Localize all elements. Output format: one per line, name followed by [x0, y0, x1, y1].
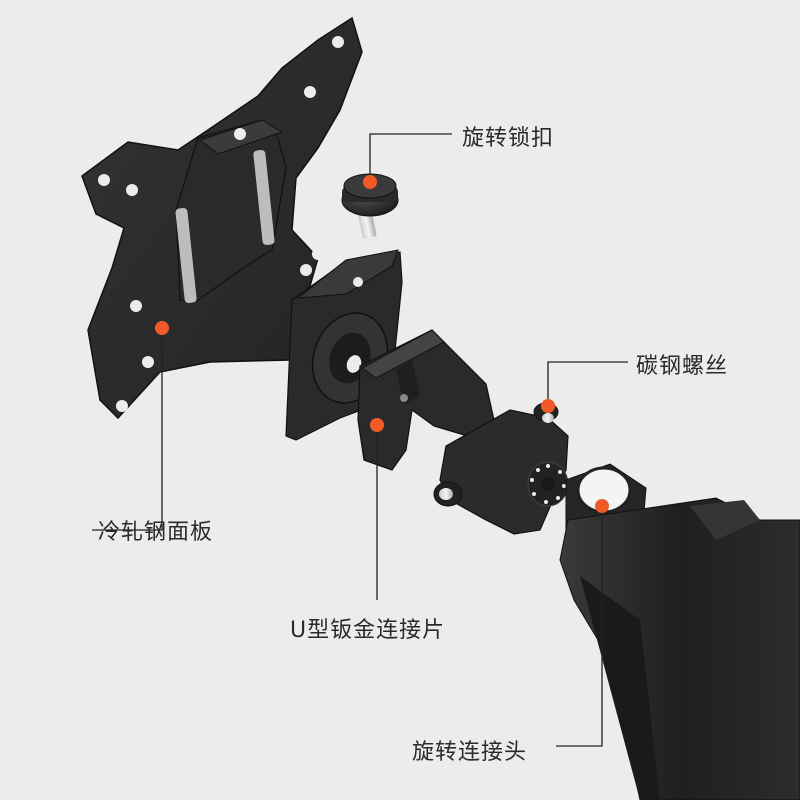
label-carbon-steel-screw: 碳钢螺丝 [636, 354, 729, 379]
dot-carbon-screw [541, 399, 555, 413]
label-rotating-lock-knob: 旋转锁扣 [462, 126, 555, 151]
dot-lock-knob [363, 175, 377, 189]
callout-dots [155, 175, 609, 513]
dot-u-bracket [370, 418, 384, 432]
label-cold-rolled-steel-plate: 冷轧钢面板 [98, 520, 214, 545]
dot-steel-plate [155, 321, 169, 335]
monitor-arm [559, 497, 800, 800]
dot-rotating-head [595, 499, 609, 513]
label-u-sheet-metal-connector: U型钣金连接片 [290, 618, 446, 643]
u-bracket [357, 329, 495, 471]
leader-lines [92, 133, 628, 747]
label-rotating-connector-head: 旋转连接头 [412, 740, 528, 765]
